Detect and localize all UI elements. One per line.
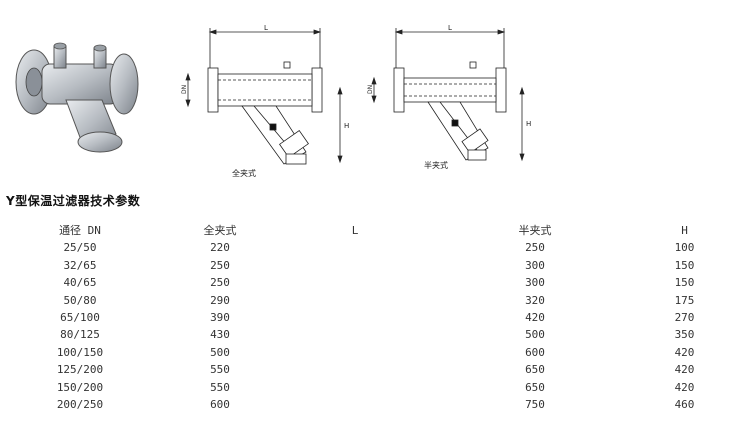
half-jacket-drawing: L H DN	[367, 24, 531, 162]
half-jacket-caption: 半夹式	[424, 161, 448, 170]
cell-h: 100	[674, 241, 695, 255]
cell-dn: 80/125	[60, 328, 100, 342]
height-dim-label: H	[344, 122, 349, 130]
cell-l	[280, 257, 430, 274]
cell-half: 500	[525, 328, 545, 342]
length-dim-label-2: L	[448, 24, 452, 32]
cell-h: 150	[674, 276, 695, 290]
cell-l	[280, 292, 430, 309]
cell-full: 550	[210, 363, 230, 377]
cell-dn: 40/65	[63, 276, 97, 290]
cell-half: 650	[525, 363, 545, 377]
full-jacket-drawing: L H DN	[181, 24, 349, 165]
cell-full: 290	[210, 293, 230, 307]
cell-l	[280, 396, 430, 413]
cell-h: 350	[674, 328, 695, 342]
cell-half: 420	[525, 311, 545, 325]
cell-full: 250	[210, 276, 230, 290]
cell-half: 750	[525, 398, 545, 412]
cell-h: 270	[674, 311, 695, 325]
table-row: 65/100 390 420 270	[0, 309, 729, 326]
cell-full: 250	[210, 258, 230, 272]
length-dim-label: L	[264, 24, 268, 32]
cell-l	[280, 361, 430, 378]
cell-l	[280, 379, 430, 396]
col-header-dn: 通径 DN	[59, 224, 101, 237]
col-header-h: H	[681, 224, 688, 237]
cell-dn: 65/100	[60, 311, 100, 325]
table-header-row: 通径 DN 全夹式 L 半夹式 H	[0, 222, 729, 239]
cell-half: 250	[525, 241, 545, 255]
cell-dn: 100/150	[56, 345, 104, 359]
cell-half: 300	[525, 276, 545, 290]
cell-full: 550	[210, 380, 230, 394]
dn-dim-label: DN	[181, 85, 188, 94]
cell-half: 320	[525, 293, 545, 307]
cell-l	[280, 309, 430, 326]
table-row: 40/65 250 300 150	[0, 274, 729, 291]
cell-dn: 200/250	[56, 398, 104, 412]
col-header-l: L	[351, 224, 359, 237]
y-filter-product-photo	[15, 42, 139, 153]
cell-h: 460	[674, 398, 695, 412]
height-dim-label-2: H	[526, 120, 531, 128]
full-jacket-caption: 全夹式	[232, 169, 256, 178]
cell-dn: 150/200	[56, 380, 104, 394]
cell-full: 600	[210, 398, 230, 412]
cell-full: 500	[210, 345, 230, 359]
table-row: 50/80 290 320 175	[0, 292, 729, 309]
spec-title: Y型保温过滤器技术参数	[6, 194, 141, 208]
cell-l	[280, 326, 430, 343]
col-header-full: 全夹式	[203, 224, 237, 237]
cell-half: 650	[525, 380, 545, 394]
spec-table: 通径 DN 全夹式 L 半夹式 H 25/50 220 250 100 32/6…	[0, 222, 729, 413]
table-row: 25/50 220 250 100	[0, 239, 729, 256]
table-row: 150/200 550 650 420	[0, 379, 729, 396]
cell-h: 420	[674, 363, 695, 377]
table-row: 200/250 600 750 460	[0, 396, 729, 413]
table-row: 80/125 430 500 350	[0, 326, 729, 343]
cell-h: 420	[674, 380, 695, 394]
cell-l	[280, 274, 430, 291]
cell-half: 600	[525, 345, 545, 359]
table-row: 32/65 250 300 150	[0, 257, 729, 274]
col-header-half: 半夹式	[518, 224, 552, 237]
cell-l	[280, 344, 430, 361]
cell-full: 430	[210, 328, 230, 342]
cell-h: 175	[674, 293, 695, 307]
cell-dn: 25/50	[63, 241, 97, 255]
cell-l	[280, 239, 430, 256]
table-row: 125/200 550 650 420	[0, 361, 729, 378]
cell-half: 300	[525, 258, 545, 272]
dn-dim-label-2: DN	[367, 85, 374, 94]
cell-dn: 32/65	[63, 258, 97, 272]
cell-full: 220	[210, 241, 230, 255]
cell-h: 420	[674, 345, 695, 359]
table-row: 100/150 500 600 420	[0, 344, 729, 361]
cell-dn: 50/80	[63, 293, 97, 307]
cell-h: 150	[674, 258, 695, 272]
cell-full: 390	[210, 311, 230, 325]
cell-dn: 125/200	[56, 363, 104, 377]
